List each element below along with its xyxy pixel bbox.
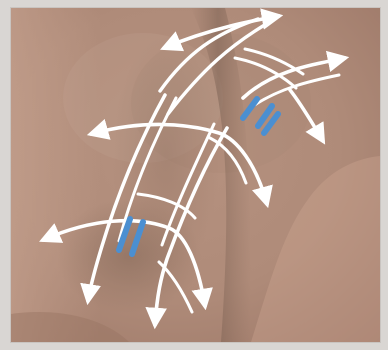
- annotated-skin-image: [11, 8, 380, 342]
- skin-photo: [11, 8, 380, 342]
